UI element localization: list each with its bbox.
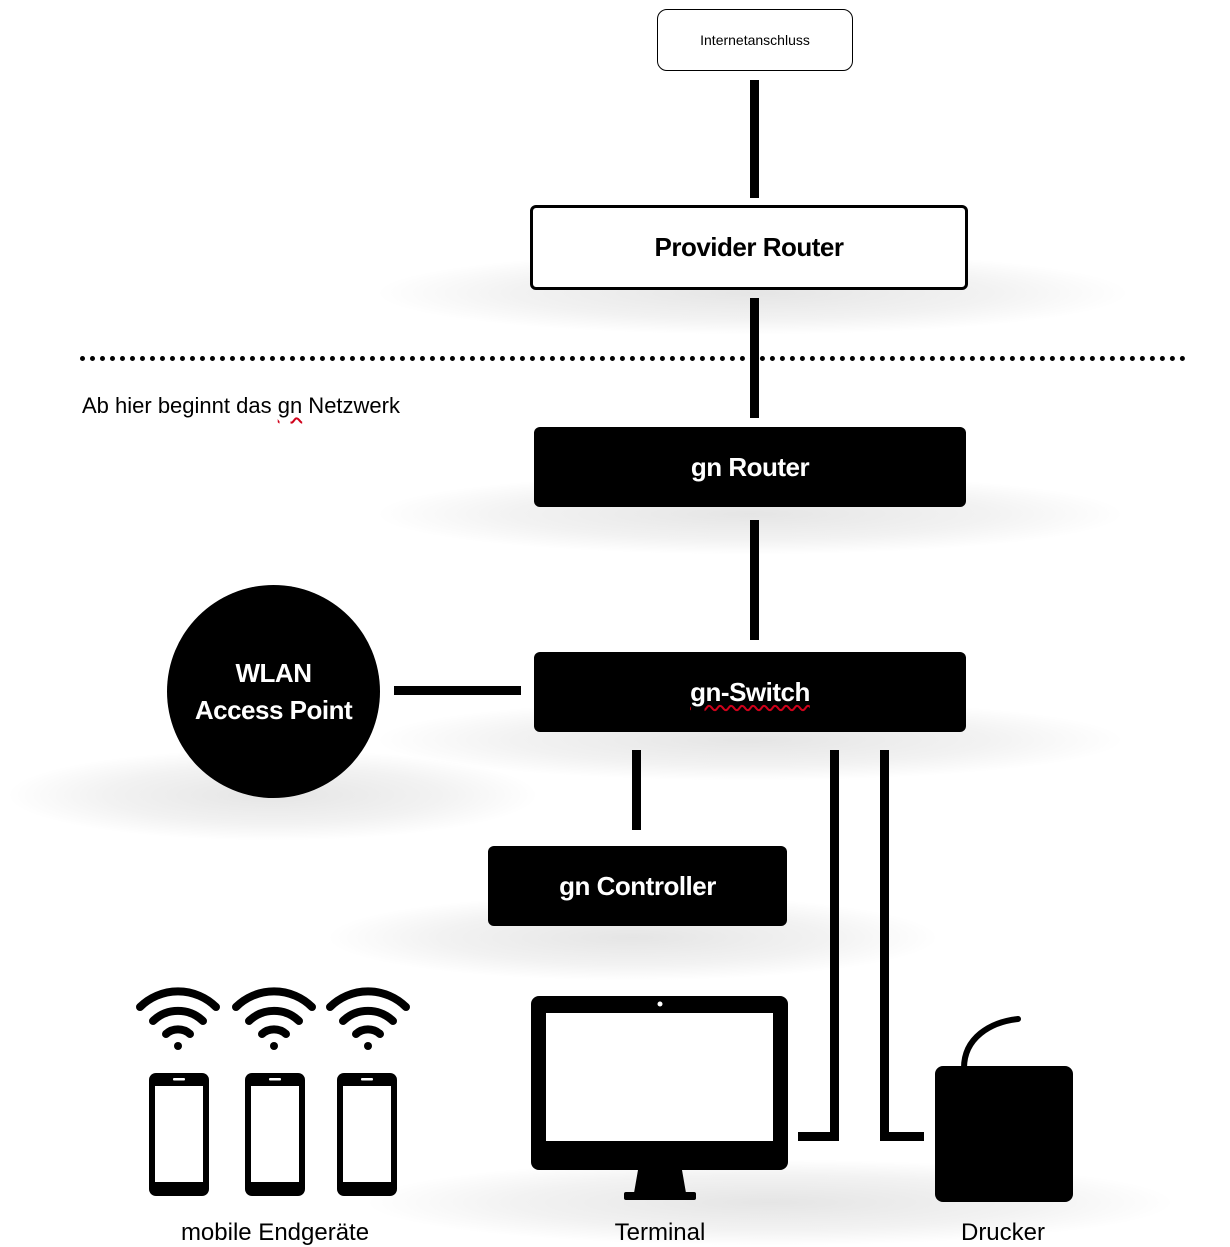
monitor-icon <box>531 996 788 1200</box>
wlan-access-point: WLAN Access Point <box>167 585 380 798</box>
network-start-note: Ab hier beginnt das gn Netzwerk <box>82 393 400 419</box>
switch-to-terminal-line-horizontal <box>798 1132 839 1141</box>
switch-to-controller-line <box>632 750 641 830</box>
switch-to-printer-line-horizontal <box>880 1132 924 1141</box>
wifi-icon <box>326 987 410 1050</box>
gn-controller-label: gn Controller <box>559 870 716 901</box>
internet-to-provider-line <box>750 80 759 198</box>
printer-icon <box>935 1016 1073 1202</box>
gn-router-to-switch-line <box>750 520 759 640</box>
smartphone-icon <box>337 1073 397 1196</box>
provider-router-box: Provider Router <box>530 205 968 290</box>
wlan-label-line2: Access Point <box>194 694 353 725</box>
wlan-label-line1: WLAN <box>235 657 312 688</box>
wlan-to-switch-line <box>394 686 521 695</box>
provider-router-label: Provider Router <box>654 232 845 262</box>
wifi-icon <box>232 987 316 1050</box>
gn-switch-box: gn-Switch <box>534 652 966 732</box>
mobile-devices-caption: mobile Endgeräte <box>180 1219 370 1246</box>
network-note-brand: gn <box>277 393 303 418</box>
smartphone-icon <box>149 1073 209 1196</box>
internet-connection-label: Internetanschluss <box>700 32 810 48</box>
switch-to-terminal-line-vertical <box>830 750 839 1141</box>
gn-router-label: gn Router <box>690 451 810 482</box>
gn-controller-box: gn Controller <box>488 846 787 926</box>
internet-connection-box: Internetanschluss <box>657 9 853 71</box>
gn-router-box: gn Router <box>534 427 966 507</box>
network-note-prefix: Ab hier beginnt das <box>82 393 278 418</box>
gn-switch-label: gn-Switch <box>690 676 810 707</box>
network-note-suffix: Netzwerk <box>302 393 400 418</box>
terminal-caption: Terminal <box>614 1219 706 1246</box>
printer-caption: Drucker <box>960 1219 1045 1246</box>
wifi-icon <box>136 987 220 1050</box>
smartphone-icon <box>245 1073 305 1196</box>
network-boundary-separator <box>80 356 1186 361</box>
switch-to-printer-line-vertical <box>880 750 889 1141</box>
mobile-devices-graphic <box>136 987 410 1196</box>
